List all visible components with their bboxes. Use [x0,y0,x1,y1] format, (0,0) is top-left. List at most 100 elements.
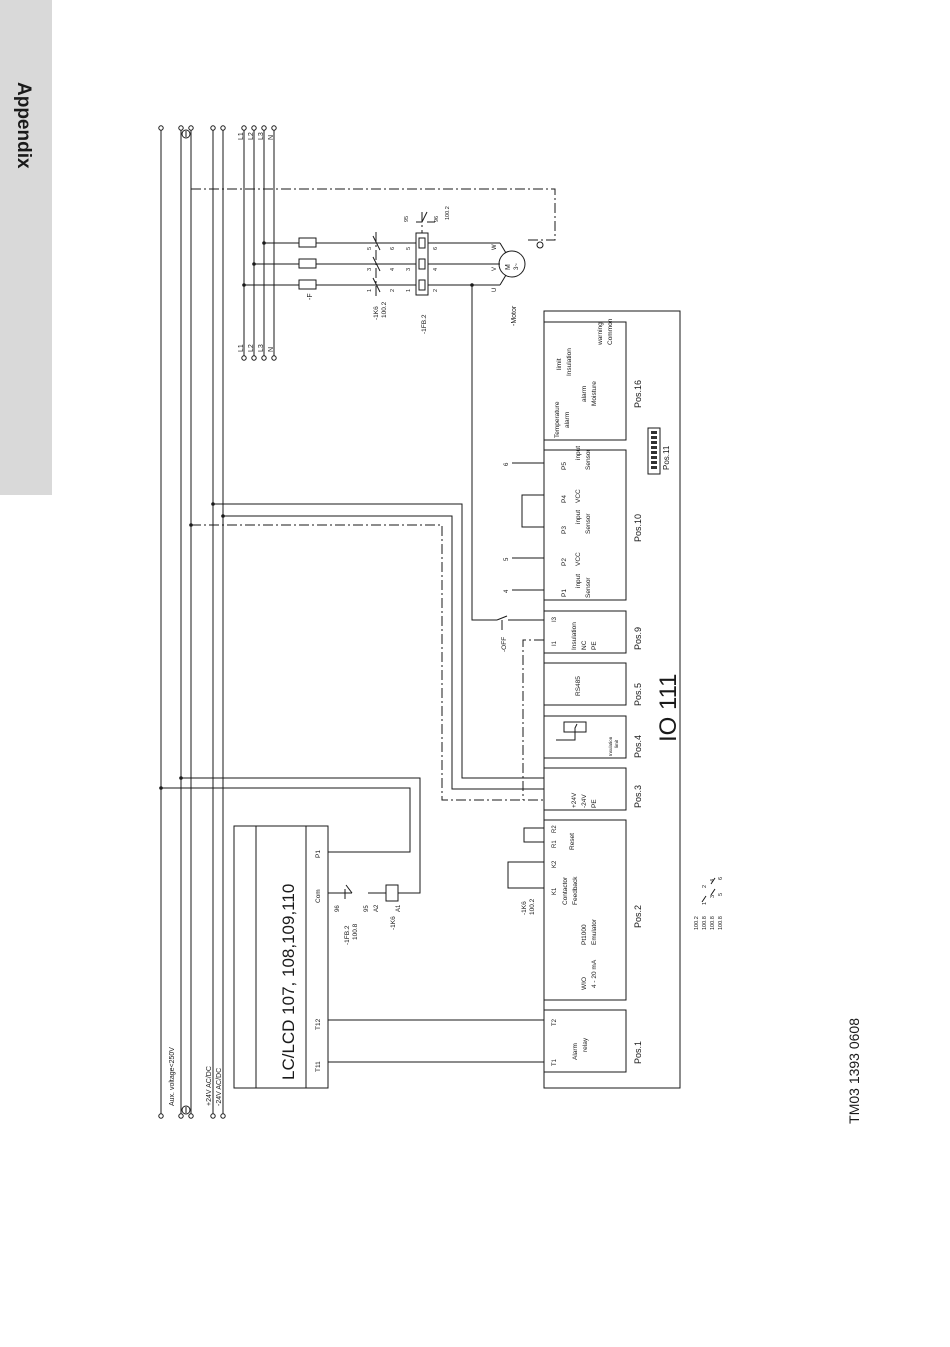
svg-text:R2: R2 [552,825,558,833]
rail-n-top: N [268,135,275,140]
svg-text:W: W [492,244,498,250]
rail-l2-mid: L2 [248,344,255,352]
svg-text:T2: T2 [552,1018,558,1026]
svg-text:warning: warning [597,322,604,346]
minus-24v-label: -24V AC/DC [216,1068,223,1106]
svg-text:Alarm: Alarm [572,1043,579,1060]
pos1-block [543,1009,627,1073]
svg-text:95: 95 [364,905,370,912]
svg-text:100.8: 100.8 [710,916,716,930]
dip-switch-icon [647,427,661,475]
power-circuit: -F -1K6 100.2 1 3 5 2 4 6 -1FB.2 1 3 5 2… [191,188,556,334]
pos9-block [543,610,627,654]
svg-text:3: 3 [406,268,412,271]
contactor-ref: 100.2 [381,301,388,318]
svg-text:3~: 3~ [514,263,520,270]
aux-voltage-label: Aux. voltage<250V [169,1047,176,1106]
fuse-label: -F [307,293,314,300]
svg-text:96: 96 [335,905,341,912]
thermal-label: -1FB.2 [421,314,428,334]
svg-text:Insulation: Insulation [608,736,613,756]
svg-text:PE: PE [591,641,598,650]
svg-text:100.8: 100.8 [352,923,359,940]
svg-text:-24V: -24V [581,794,588,808]
supply-rails [158,125,277,1119]
rail-n-mid: N [268,347,275,352]
rail-l3-mid: L3 [258,344,265,352]
svg-text:100.2: 100.2 [445,206,451,220]
svg-text:Pos.16: Pos.16 [633,380,643,408]
svg-text:6: 6 [390,247,396,250]
svg-text:I1: I1 [552,640,558,646]
svg-text:100.2: 100.2 [694,916,700,930]
svg-text:Sensor: Sensor [585,513,592,534]
svg-text:Pos.1: Pos.1 [633,1041,643,1064]
svg-text:1: 1 [406,289,412,292]
svg-text:PE: PE [591,799,598,808]
rail-l3-top: L3 [258,132,265,140]
svg-text:VCC: VCC [575,489,582,503]
svg-text:input: input [575,446,582,460]
svg-text:P1: P1 [561,589,568,597]
svg-text:RS485: RS485 [575,676,582,696]
motor-ground-icon [536,241,544,249]
svg-text:U: U [492,288,498,292]
svg-text:P1: P1 [315,850,322,858]
svg-text:A1: A1 [396,904,402,912]
sidebar-label: Appendix [13,82,34,169]
svg-text:relay: relay [582,1037,589,1052]
svg-text:4 - 20 mA: 4 - 20 mA [591,959,598,988]
svg-text:5: 5 [367,247,373,250]
svg-text:6: 6 [718,877,724,880]
svg-text:1: 1 [367,289,373,292]
svg-text:Sensor: Sensor [585,577,592,598]
svg-text:P2: P2 [561,558,568,566]
plus-24v-label: +24V AC/DC [206,1066,213,1106]
svg-text:P3: P3 [561,526,568,534]
fuse-l2 [298,258,317,269]
off-switch-label: -OFF [501,637,508,652]
svg-text:Pos.5: Pos.5 [633,683,643,706]
svg-text:P5: P5 [561,462,568,470]
svg-text:WIO: WIO [581,977,588,990]
svg-text:100.8: 100.8 [718,916,724,930]
svg-text:Feedback: Feedback [572,876,579,905]
rail-l1-mid: L1 [238,344,245,352]
svg-text:4: 4 [710,879,716,882]
svg-text:-1K6: -1K6 [521,901,528,915]
contactor-label: -1K6 [373,306,380,320]
svg-text:100.2: 100.2 [529,898,536,915]
motor-label: -Motor [511,305,518,326]
svg-text:limit: limit [556,358,563,370]
svg-text:Insulation: Insulation [571,622,578,650]
svg-text:VCC: VCC [575,552,582,566]
cross-reference-legend: 100.2 100.8 100.8 100.8 1 2 3 4 5 6 [694,877,724,930]
svg-text:V: V [492,267,498,271]
svg-text:limit: limit [614,739,619,748]
svg-text:6: 6 [504,462,510,466]
coil-icon [385,884,399,902]
svg-text:Pos.10: Pos.10 [633,514,643,542]
pos16-block [543,321,627,441]
svg-text:5: 5 [406,247,412,250]
svg-text:Emulator: Emulator [591,918,598,945]
svg-text:Pos.11: Pos.11 [662,445,671,470]
svg-text:alarm: alarm [564,412,571,428]
svg-text:3: 3 [367,268,373,271]
rail-l2-top: L2 [248,132,255,140]
svg-text:100.8: 100.8 [702,916,708,930]
fuse-l1 [298,279,317,290]
control-wiring: -OFF 4 5 6 -1K6 100.2 A1 A2 95 [159,283,544,1063]
fuse-l3 [298,237,317,248]
svg-text:96: 96 [434,216,440,222]
motor-icon [498,250,526,278]
controller-ol-label: -1FB.2 [344,925,351,945]
pos3-block [543,767,627,811]
svg-text:Insulation: Insulation [566,348,573,376]
rail-l1-top: L1 [238,132,245,140]
svg-text:M: M [505,264,512,270]
io111-title: IO 111 [655,674,682,742]
svg-text:Temperature: Temperature [554,401,561,438]
svg-text:Pt1000: Pt1000 [581,924,588,945]
